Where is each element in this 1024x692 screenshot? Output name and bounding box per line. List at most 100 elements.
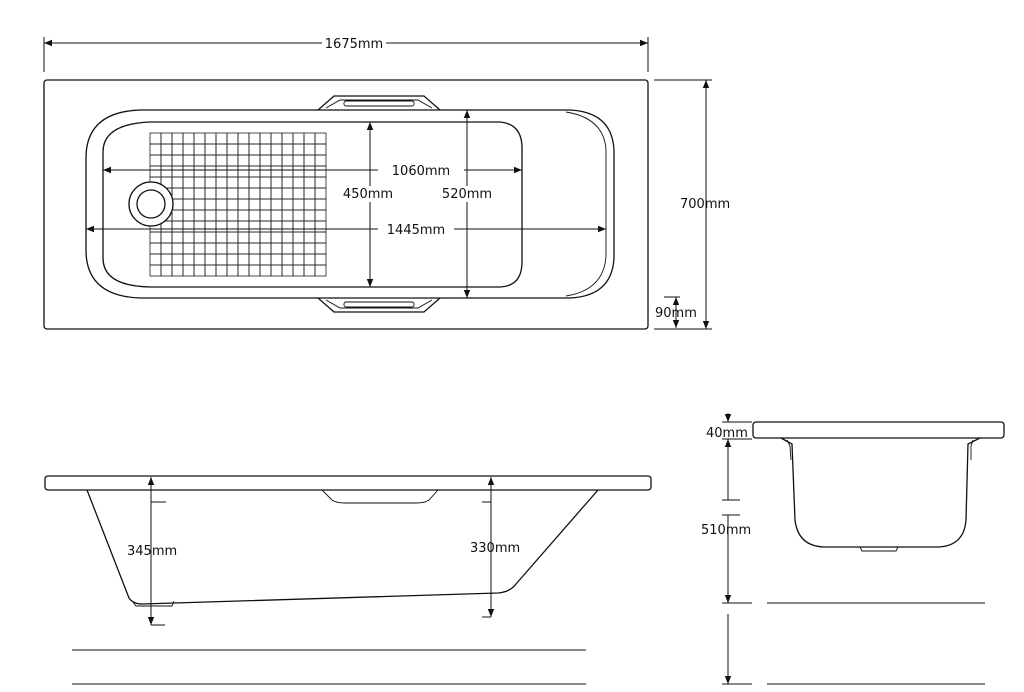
end-body-outer <box>780 437 981 548</box>
tile <box>160 231 173 244</box>
tile <box>160 143 173 156</box>
tile <box>182 253 195 266</box>
tile <box>259 264 272 277</box>
tile <box>292 187 305 200</box>
tile <box>303 231 316 244</box>
tile <box>270 253 283 266</box>
tile <box>270 264 283 277</box>
tile <box>182 165 195 178</box>
label-floor-length: 1060mm <box>392 164 450 179</box>
tile <box>259 187 272 200</box>
tile <box>160 132 173 145</box>
tile <box>204 231 217 244</box>
tile <box>226 132 239 145</box>
tile <box>171 264 184 277</box>
tile <box>193 264 206 277</box>
dim-inner-length: 1445mm <box>86 221 606 238</box>
tile <box>314 165 327 178</box>
tile <box>149 154 162 167</box>
tile <box>204 165 217 178</box>
label-inner-width: 520mm <box>442 187 492 202</box>
tile <box>314 264 327 277</box>
tile <box>171 242 184 255</box>
plan-end-curve <box>565 111 607 297</box>
tile <box>171 143 184 156</box>
tile <box>226 187 239 200</box>
tile <box>204 143 217 156</box>
tile <box>270 242 283 255</box>
tile <box>226 198 239 211</box>
label-rim-thickness: 40mm <box>706 426 748 441</box>
tile <box>171 209 184 222</box>
end-foot <box>859 546 899 552</box>
waste-outlet <box>128 181 174 227</box>
side-body <box>86 489 599 605</box>
tile <box>248 154 261 167</box>
tile <box>292 231 305 244</box>
tile <box>193 198 206 211</box>
tile <box>314 253 327 266</box>
tile <box>149 231 162 244</box>
label-overall-length: 1675mm <box>325 37 383 52</box>
tile <box>204 264 217 277</box>
tile <box>248 242 261 255</box>
tile <box>171 253 184 266</box>
tile <box>270 198 283 211</box>
tile <box>281 143 294 156</box>
tile <box>259 198 272 211</box>
tile <box>215 132 228 145</box>
tile <box>226 154 239 167</box>
tile <box>281 187 294 200</box>
tile <box>270 220 283 233</box>
tile <box>303 154 316 167</box>
tile <box>182 264 195 277</box>
tile <box>237 264 250 277</box>
end-rim <box>752 421 1005 439</box>
label-overall-height: 510mm <box>701 523 751 538</box>
tile <box>215 176 228 189</box>
tile <box>226 253 239 266</box>
tile <box>193 165 206 178</box>
tile <box>171 165 184 178</box>
end-view: 40mm 510mm <box>701 413 1005 685</box>
tile <box>160 264 173 277</box>
tile <box>215 253 228 266</box>
dim-overall-height: 510mm <box>701 439 752 685</box>
tile <box>160 242 173 255</box>
tile <box>215 187 228 200</box>
tile <box>292 132 305 145</box>
tile <box>303 143 316 156</box>
tile <box>149 242 162 255</box>
plan-handle-bottom <box>317 297 441 313</box>
tile <box>171 198 184 211</box>
tile <box>303 242 316 255</box>
tile <box>248 176 261 189</box>
tile <box>259 220 272 233</box>
tile <box>270 154 283 167</box>
tile <box>171 154 184 167</box>
tile <box>193 231 206 244</box>
tile <box>237 143 250 156</box>
tile <box>270 132 283 145</box>
tile <box>303 220 316 233</box>
tile <box>281 220 294 233</box>
tile <box>281 198 294 211</box>
tile <box>270 231 283 244</box>
tile <box>248 132 261 145</box>
tile <box>204 154 217 167</box>
tile <box>215 198 228 211</box>
dim-rim-thickness: 40mm <box>706 413 752 441</box>
tile <box>259 165 272 178</box>
tile <box>292 209 305 222</box>
tile <box>248 165 261 178</box>
tile <box>281 231 294 244</box>
tile <box>215 154 228 167</box>
tile <box>237 253 250 266</box>
tile <box>281 154 294 167</box>
tile <box>237 220 250 233</box>
tile <box>237 242 250 255</box>
tile <box>303 264 316 277</box>
label-overall-width: 700mm <box>680 197 730 212</box>
tile <box>270 187 283 200</box>
